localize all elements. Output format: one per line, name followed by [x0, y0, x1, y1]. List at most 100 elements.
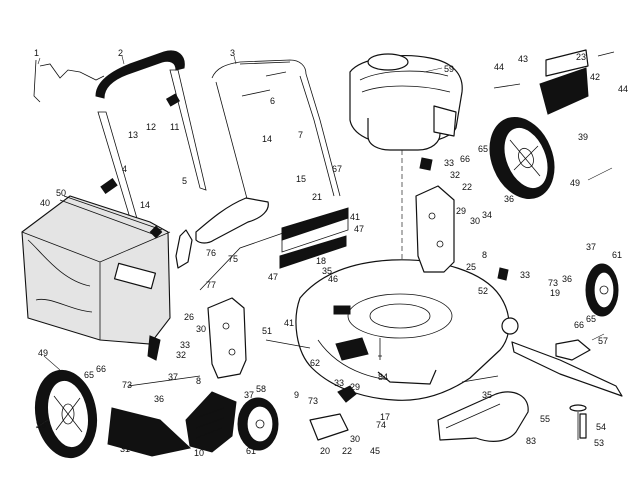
part-engine	[349, 53, 463, 318]
callout-label: 51	[262, 326, 272, 336]
callout-label: 22	[342, 446, 352, 456]
callout-label: 8	[482, 250, 487, 260]
callout-label: 30	[470, 216, 480, 226]
callout-label: 55	[540, 414, 550, 424]
callout-label: 43	[518, 54, 528, 64]
callout-label: 6	[270, 96, 275, 106]
callout-label: 77	[206, 280, 216, 290]
callout-label: 4	[122, 164, 127, 174]
part-height-adjuster-right	[415, 185, 455, 273]
part-blade-adapter	[555, 339, 591, 361]
part-upper-handle	[95, 50, 207, 223]
callout-label: 14	[140, 200, 150, 210]
callout-label: 62	[310, 358, 320, 368]
callout-label: 54	[596, 422, 606, 432]
callout-label: 58	[256, 384, 266, 394]
callout-label: 37	[586, 242, 596, 252]
callout-label: 66	[460, 154, 470, 164]
callout-label: 37	[244, 390, 254, 400]
callout-label: 65	[586, 314, 596, 324]
callout-label: 39	[36, 420, 46, 430]
part-grass-catcher	[21, 195, 171, 345]
callout-label: 35	[482, 390, 492, 400]
callout-label: 61	[246, 446, 256, 456]
callout-label: 57	[598, 336, 608, 346]
callout-label: 26	[184, 312, 194, 322]
callout-label: 32	[450, 170, 460, 180]
callout-label: 47	[268, 272, 278, 282]
part-rear-axle-bracket	[309, 413, 349, 441]
callout-label: 33	[520, 270, 530, 280]
callout-label: 10	[194, 448, 204, 458]
callout-label: 39	[578, 132, 588, 142]
callout-label: 66	[96, 364, 106, 374]
part-hardware	[100, 51, 615, 439]
callout-label: 73	[122, 380, 132, 390]
callout-label: 15	[296, 174, 306, 184]
callout-label: 7	[298, 130, 303, 140]
part-deflector	[539, 49, 589, 115]
callout-label: 73	[308, 396, 318, 406]
callout-label: 47	[354, 224, 364, 234]
part-front-wheel-left	[237, 397, 279, 451]
callout-label: 53	[594, 438, 604, 448]
callout-label: 37	[168, 372, 178, 382]
callout-label: 36	[504, 194, 514, 204]
callout-label: 31	[120, 444, 130, 454]
callout-label: 20	[320, 446, 330, 456]
callout-label: 13	[128, 130, 138, 140]
part-rear-wheel-left	[34, 369, 98, 459]
part-blade	[511, 341, 623, 440]
callout-label: 35	[322, 266, 332, 276]
part-lower-handle	[211, 59, 341, 215]
callout-label: 11	[170, 122, 179, 132]
callout-label: 61	[612, 250, 622, 260]
callout-label: 3	[230, 48, 235, 58]
part-mower-deck	[295, 259, 510, 401]
callout-label: 1	[34, 48, 39, 58]
callout-label: 76	[206, 248, 216, 258]
part-rear-shield	[199, 231, 287, 291]
callout-label: 67	[332, 164, 342, 174]
callout-label: 65	[478, 144, 488, 154]
callout-label: 45	[370, 446, 380, 456]
callout-label: 19	[550, 288, 560, 298]
callout-label: 22	[462, 182, 472, 192]
callout-label: 41	[284, 318, 294, 328]
callout-label: 46	[328, 274, 338, 284]
callout-label: 83	[526, 436, 536, 446]
callout-label: 14	[262, 134, 272, 144]
callout-label: 33	[444, 158, 454, 168]
callout-label: 8	[196, 376, 201, 386]
callout-label: 42	[590, 72, 600, 82]
callout-label: 74	[376, 420, 386, 430]
part-front-wheel-right	[585, 263, 619, 317]
part-handle-bracket	[175, 197, 269, 269]
part-rear-wheel-right	[489, 116, 555, 200]
part-wire-bracket	[33, 59, 105, 103]
callout-label: 17	[380, 412, 390, 422]
callout-label: 33	[180, 340, 190, 350]
callout-label: 44	[494, 62, 504, 72]
callout-label: 41	[350, 212, 360, 222]
callout-labels: 1 2 3 4 5 6 7 8 8 9 10 11 12 13 14 14 15…	[34, 48, 628, 458]
callout-label: 40	[40, 198, 50, 208]
callout-label: 2	[118, 48, 123, 58]
callout-label: 52	[478, 286, 488, 296]
callout-label: 23	[576, 52, 586, 62]
callout-label: 73	[548, 278, 558, 288]
part-wheel-cover	[107, 391, 237, 457]
callout-label: 44	[618, 84, 628, 94]
callout-label: 30	[196, 324, 206, 334]
callout-label: 29	[350, 382, 360, 392]
callout-label: 75	[228, 254, 238, 264]
callout-label: 49	[570, 178, 580, 188]
callout-label: 33	[334, 378, 344, 388]
callout-label: 21	[312, 192, 322, 202]
leader-lines	[35, 55, 613, 429]
callout-label: 29	[456, 206, 466, 216]
part-baffle-plate	[279, 207, 349, 269]
callout-label: 5	[182, 176, 187, 186]
